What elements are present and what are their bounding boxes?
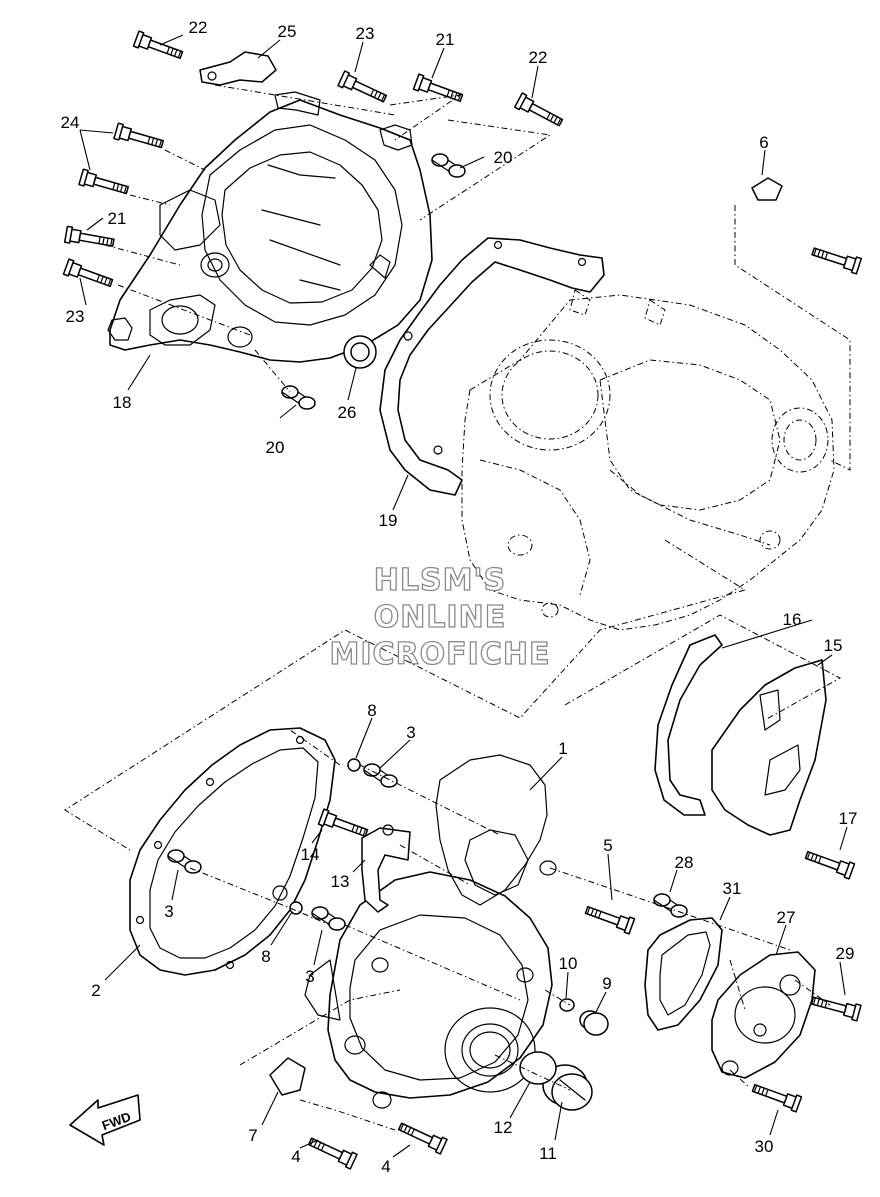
callout-8-lower: 8 — [261, 947, 270, 966]
water-pump-gasket-31 — [644, 917, 723, 1031]
callout-7: 7 — [248, 1126, 257, 1145]
watermark: HLSM'S ONLINE MICROFICHE — [329, 562, 551, 672]
callout-16: 16 — [783, 610, 802, 629]
callout-29: 29 — [836, 944, 855, 963]
callout-30: 30 — [755, 1137, 774, 1156]
watermark-line-3: MICROFICHE — [330, 637, 551, 672]
assembly-lines — [64, 84, 851, 1131]
bolt-23-left — [62, 258, 115, 292]
callout-28: 28 — [675, 853, 694, 872]
callout-21-top: 21 — [436, 30, 455, 49]
bolt-24-lower — [78, 168, 131, 199]
o-ring-8-lower — [289, 901, 303, 915]
callout-15: 15 — [824, 636, 843, 655]
o-ring-12 — [519, 1051, 557, 1085]
bolt-24-upper — [113, 122, 166, 153]
callout-20-upper: 20 — [494, 148, 513, 167]
callout-3-lower: 3 — [305, 967, 314, 986]
plug-9 — [579, 1010, 609, 1036]
callout-18: 18 — [113, 393, 132, 412]
callout-8-upper: 8 — [367, 701, 376, 720]
callout-10: 10 — [559, 954, 578, 973]
bolt-30 — [750, 1079, 803, 1113]
callout-20-lower: 20 — [266, 438, 285, 457]
crankcase-outline — [461, 289, 835, 631]
chain-guide-16 — [654, 634, 723, 816]
bolt-5 — [583, 901, 636, 935]
callout-23-left: 23 — [66, 307, 85, 326]
callout-3-upper: 3 — [406, 723, 415, 742]
right-crankcase-cover — [304, 754, 557, 1109]
dowel-3-lower — [311, 906, 346, 931]
left-crankcase-cover — [107, 91, 433, 363]
o-ring-8-upper — [347, 758, 361, 772]
dowel-20-lower — [281, 385, 316, 410]
callout-4-right: 4 — [381, 1157, 390, 1176]
bolt-4-left — [305, 1133, 358, 1170]
callout-4-left: 4 — [291, 1147, 300, 1166]
callout-2: 2 — [91, 981, 100, 1000]
callout-31: 31 — [723, 879, 742, 898]
leader-lines — [79, 34, 848, 1158]
clamp-6 — [751, 177, 783, 201]
dowel-20-upper — [431, 153, 466, 178]
callout-12: 12 — [494, 1118, 513, 1137]
callout-22-left: 22 — [189, 18, 208, 37]
callout-1: 1 — [558, 739, 567, 758]
callout-6: 6 — [759, 133, 768, 152]
callout-13: 13 — [331, 872, 350, 891]
callout-22-right: 22 — [529, 48, 548, 67]
dowel-3-left — [167, 849, 202, 874]
watermark-line-2: ONLINE — [374, 600, 507, 635]
callout-25: 25 — [278, 22, 297, 41]
callout-23-top: 23 — [356, 24, 375, 43]
bolt-23-top — [337, 70, 390, 107]
bolt-17 — [803, 846, 856, 880]
water-pump-cover-27 — [711, 951, 816, 1079]
bolt-14 — [317, 808, 370, 842]
callout-3-left: 3 — [164, 902, 173, 921]
bracket-25 — [199, 51, 277, 86]
callout-21-left: 21 — [108, 209, 127, 228]
bolt-6-long — [809, 243, 863, 275]
callouts: 22 25 23 21 22 24 21 23 20 6 18 26 20 19… — [61, 18, 858, 1176]
o-ring-10 — [559, 998, 575, 1012]
bolt-22-left — [132, 30, 185, 64]
callout-19: 19 — [379, 511, 398, 530]
oil-seal-26 — [343, 335, 377, 369]
bolt-21-left — [63, 225, 116, 252]
crankcase-gasket-19 — [379, 237, 605, 496]
callout-14: 14 — [301, 845, 320, 864]
callout-24: 24 — [61, 113, 80, 132]
watermark-line-1: HLSM'S — [374, 563, 506, 598]
callout-26: 26 — [338, 403, 357, 422]
callout-5: 5 — [603, 836, 612, 855]
bolt-22-right — [513, 92, 566, 131]
callout-9: 9 — [602, 974, 611, 993]
sprocket-cover-15 — [711, 659, 827, 836]
callout-27: 27 — [777, 908, 796, 927]
dowel-28 — [653, 893, 688, 918]
callout-11: 11 — [539, 1144, 557, 1163]
bolt-29 — [809, 992, 862, 1022]
bracket-13 — [361, 824, 411, 913]
callout-17: 17 — [839, 809, 858, 828]
clamp-7 — [269, 1057, 306, 1096]
fwd-arrow-icon: FWD — [69, 1094, 141, 1146]
